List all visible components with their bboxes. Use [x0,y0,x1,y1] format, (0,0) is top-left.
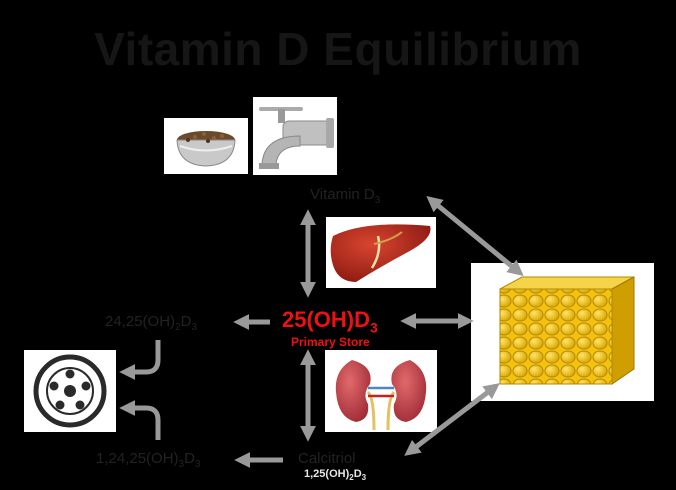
hydroxy-24-25-label: 24,25(OH)2D3 [105,313,197,333]
calcitriol-formula-label: 1,25(OH)2D3 [304,468,367,483]
water-faucet-icon [253,97,337,175]
drain-icon [24,350,116,432]
arrow-1-24-25-to-drain [119,399,161,440]
diagram-title: Vitamin D Equilibrium [94,23,582,75]
main-store-label: 25(OH)D3 [282,307,378,336]
arrow-24-25-to-drain [119,340,161,381]
fat-tissue-icon [471,263,654,401]
hydroxy-1-24-25-label: 1,24,25(OH)3D3 [96,450,201,470]
food-bowl-icon [164,118,248,174]
vitamin-d3-label: Vitamin D3 [310,186,381,206]
arrow-fat-to-calcitriol [404,383,500,456]
primary-store-label: Primary Store [291,335,370,349]
liver-icon [326,217,436,288]
arrow-vitd-to-fat [426,195,524,277]
arrows [119,195,524,469]
kidneys-icon [325,350,437,432]
calcitriol-label: Calcitriol [298,450,356,467]
